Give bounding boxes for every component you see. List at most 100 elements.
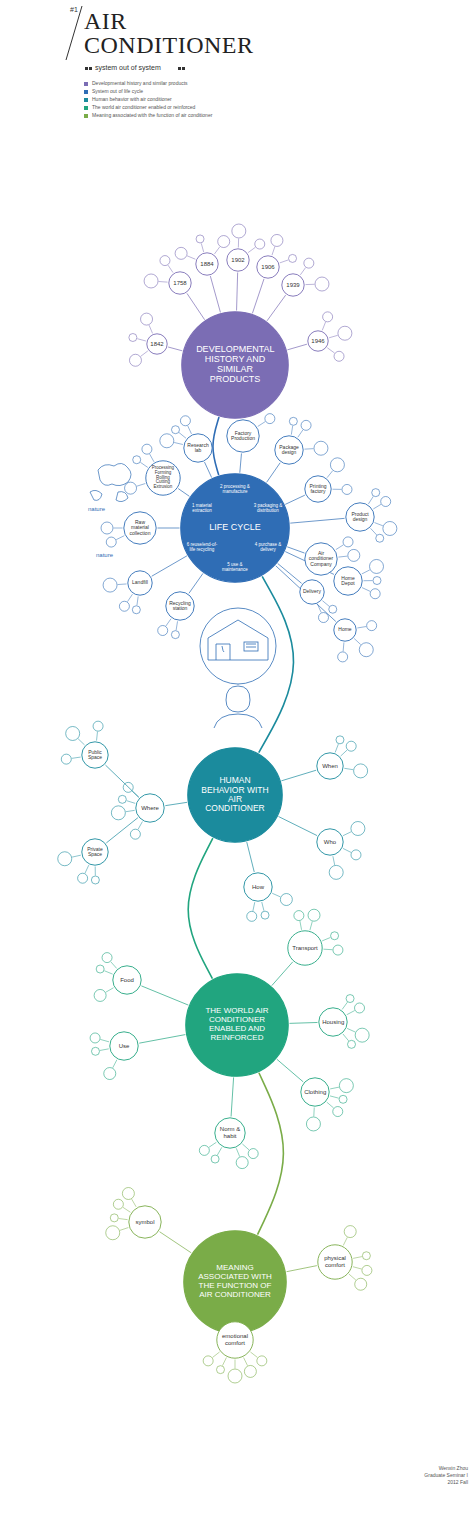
sub-bubble-line — [179, 433, 186, 439]
node-text: Public Space — [85, 750, 105, 761]
person-illustration — [214, 684, 262, 728]
node-text: Factory Production — [231, 431, 255, 442]
circle-shape — [308, 331, 328, 351]
map-illustration — [90, 463, 131, 501]
sub-bubble-line — [298, 430, 303, 437]
sub-bubble — [381, 497, 391, 507]
sub-bubble-line — [174, 442, 183, 444]
circle-shape — [215, 1118, 245, 1148]
subtopic-bubble: Factory Production — [226, 419, 260, 453]
topic-label: MEANING ASSOCIATED WITH THE FUNCTION OF … — [198, 1264, 273, 1299]
node-text: symbol — [133, 1219, 157, 1226]
subtopic-bubble: Who — [316, 828, 344, 856]
sub-bubble — [58, 852, 72, 866]
sub-bubble-line — [137, 339, 146, 341]
sub-bubble-line — [347, 1011, 355, 1015]
sub-bubble-line — [187, 256, 195, 259]
sub-bubble — [315, 277, 329, 291]
sub-bubble-line — [258, 422, 266, 427]
sub-bubble-line — [318, 604, 322, 612]
title: AIR CONDITIONER — [84, 10, 253, 57]
sub-bubble-line — [373, 504, 381, 509]
circle-shape — [257, 256, 279, 278]
sub-bubble — [104, 1068, 116, 1080]
bubble-label: emotional comfort — [221, 1333, 248, 1346]
sub-bubble-line — [349, 1274, 356, 1280]
branch-connector — [247, 842, 254, 872]
sub-bubble — [338, 326, 352, 340]
bubble-label: Processing Forming Rolling Cutting Extru… — [150, 466, 176, 491]
node-text: Food — [116, 977, 138, 984]
list-icons — [84, 82, 88, 118]
branch-connector — [240, 453, 242, 472]
bubble-label: When — [320, 763, 340, 770]
branch-connector — [139, 1035, 185, 1044]
circle-shape — [217, 1322, 253, 1358]
sub-bubble-line — [347, 1028, 355, 1032]
circle-shape — [82, 839, 108, 865]
node-text: Private Space — [85, 847, 105, 858]
sub-bubble-line — [262, 902, 264, 911]
sub-bubble-line — [338, 556, 347, 558]
note-label: nature — [88, 506, 118, 513]
sub-bubble-line — [343, 642, 345, 651]
sub-bubble-line — [343, 1034, 349, 1041]
sub-bubble — [329, 605, 337, 613]
sub-bubble-line — [209, 1142, 216, 1147]
subtopic-bubble: Home Depot — [333, 566, 363, 596]
node-text: Transport — [292, 945, 318, 952]
bubble-label: Delivery — [303, 589, 322, 595]
sub-bubble-line — [305, 284, 314, 285]
branch-connector — [189, 573, 203, 593]
sub-bubble — [359, 643, 373, 657]
sub-bubble — [339, 1079, 353, 1093]
note-label: nature — [96, 552, 126, 559]
sub-bubble-line — [354, 638, 361, 644]
subtopic-bubble: Landfill — [127, 570, 153, 596]
bubble-label: Where — [139, 805, 161, 812]
sub-bubble — [318, 613, 328, 623]
sub-bubble-line — [272, 247, 275, 256]
sub-bubble-line — [353, 1267, 362, 1269]
sub-bubble — [323, 312, 333, 322]
circle-shape — [318, 1245, 352, 1279]
bubble-label: How — [247, 884, 269, 891]
circle-shape — [147, 334, 167, 354]
stage-label: 5 use & maintenance — [220, 562, 250, 572]
sub-bubble — [343, 537, 353, 547]
note-label: #1 — [70, 6, 84, 14]
circle-shape — [110, 1032, 138, 1060]
circle-shape — [282, 274, 304, 296]
sub-bubble — [141, 313, 153, 325]
subtopic-bubble: 1906 — [256, 255, 280, 279]
circle-shape — [334, 567, 362, 595]
sub-bubble — [342, 484, 352, 494]
node-text: Delivery — [303, 589, 322, 595]
circle-shape — [317, 829, 343, 855]
sub-bubble — [93, 721, 103, 731]
sub-bubble-line — [342, 1002, 347, 1009]
sub-bubble — [125, 482, 137, 494]
sub-bubble — [355, 1028, 369, 1042]
sub-bubble — [336, 736, 344, 744]
sub-bubble — [383, 521, 397, 535]
bubble-label: Factory Production — [231, 431, 255, 442]
spine-connector — [258, 1073, 284, 1235]
sub-bubble — [355, 1278, 367, 1290]
subtopic-bubble: 1842 — [146, 333, 168, 355]
sub-bubble-line — [238, 239, 239, 248]
sub-bubble-line — [113, 1060, 117, 1068]
branch-connector — [158, 528, 180, 529]
node-text: Printing factory — [308, 484, 328, 495]
subtopic-bubble: Norm & habit — [214, 1117, 246, 1149]
sub-bubble — [129, 334, 137, 342]
bubble-label: 1946 — [310, 338, 326, 345]
branch-connector — [160, 1232, 192, 1253]
subtopic-bubble: Housing — [318, 1007, 348, 1037]
node-text: THE WORLD AIR CONDITIONER ENABLED AND RE… — [200, 1007, 275, 1042]
branch-connector — [105, 765, 138, 797]
branch-connector — [290, 518, 344, 523]
sub-bubble-line — [140, 462, 147, 467]
sub-bubble-line — [138, 822, 142, 830]
sub-bubble-line — [371, 528, 377, 535]
